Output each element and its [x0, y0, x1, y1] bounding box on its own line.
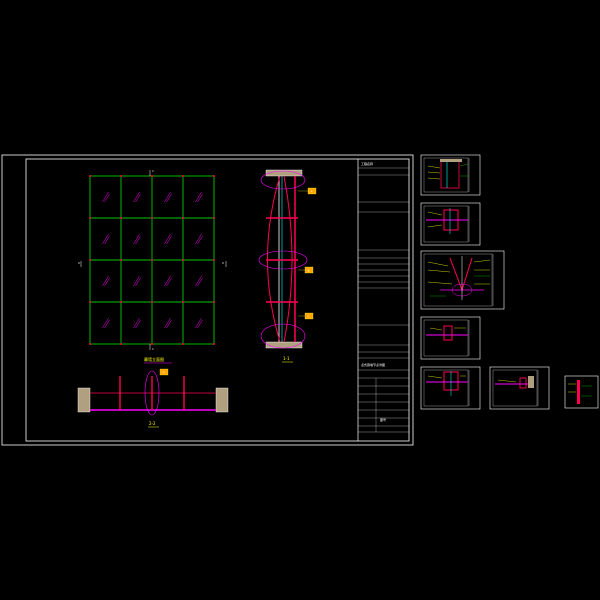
detail-tag — [159, 368, 169, 376]
elevation-title: 幕墙立面图 — [144, 356, 164, 362]
section-mark-bottom: 1 — [152, 347, 154, 351]
detail-sheet-4[interactable] — [420, 316, 481, 360]
detail-sheet-5[interactable] — [420, 366, 481, 410]
point-fixing — [182, 217, 184, 219]
point-fixing — [89, 259, 91, 261]
glass-mark — [164, 317, 172, 329]
point-fixing — [213, 343, 215, 345]
bottom-anchor-slab — [265, 341, 303, 349]
glass-mark — [102, 233, 110, 245]
point-fixing — [120, 343, 122, 345]
point-fixing — [182, 175, 184, 177]
point-fixing — [151, 259, 153, 261]
detail-tag-label: A — [311, 190, 314, 194]
detail-sheet-3[interactable] — [420, 250, 505, 310]
left-anchor-column — [77, 387, 91, 413]
point-fixing — [151, 175, 153, 177]
tension-cable-right — [283, 175, 293, 343]
section-mark-top: 1 — [152, 169, 154, 173]
point-fixing — [89, 343, 91, 345]
point-fixing — [182, 343, 184, 345]
elevation-point-fixings — [89, 175, 215, 345]
point-fixing — [151, 301, 153, 303]
point-fixing — [213, 217, 215, 219]
glass-mark — [195, 317, 203, 329]
title-block: 工程名称 点式幕墙节点详图 图号 — [357, 159, 409, 441]
point-fixing — [120, 259, 122, 261]
glass-hatch-marks — [102, 191, 203, 329]
detail-tag-label: B — [308, 269, 310, 273]
glass-mark — [133, 233, 141, 245]
right-anchor-column — [215, 387, 229, 413]
title-block-rows — [358, 167, 409, 433]
glass-mark — [195, 275, 203, 287]
glass-mark — [195, 233, 203, 245]
glass-mark — [195, 191, 203, 203]
glass-mark — [102, 275, 110, 287]
glass-mark — [133, 275, 141, 287]
point-fixing — [182, 301, 184, 303]
project-title: 工程名称 — [361, 161, 373, 166]
curtain-wall-elevation: 1 1 2 2 幕墙立面图 — [78, 169, 227, 364]
point-fixing — [89, 217, 91, 219]
main-sheet-outer-frame — [1, 154, 414, 446]
point-fixing — [120, 301, 122, 303]
detail-sheet-1[interactable] — [420, 154, 481, 196]
point-fixing — [151, 343, 153, 345]
struts — [266, 217, 298, 303]
glass-mark — [164, 275, 172, 287]
glass-mark — [133, 191, 141, 203]
vertical-section-label: 1-1 — [283, 356, 290, 361]
drawing-name: 点式幕墙节点详图 — [361, 362, 385, 367]
point-fixing — [213, 175, 215, 177]
point-fixing — [89, 175, 91, 177]
glass-mark — [102, 317, 110, 329]
detail-tags-vertical: A B C — [298, 187, 317, 320]
point-fixing — [120, 217, 122, 219]
detail-tag-label: D — [163, 371, 166, 375]
glass-mark — [102, 191, 110, 203]
title-stamp: 图号 — [380, 417, 386, 422]
horizontal-section-2-2: D 2-2 — [77, 368, 229, 428]
detail-sheet-2[interactable] — [420, 202, 481, 246]
horizontal-section-label: 2-2 — [149, 421, 156, 426]
glass-mark — [133, 317, 141, 329]
point-fixing — [151, 217, 153, 219]
main-sheet-inner-frame — [25, 158, 410, 442]
tension-cable-left — [267, 175, 281, 343]
vertical-section-1-1: A B C 1-1 — [258, 169, 317, 363]
detail-callout-ellipses — [258, 170, 308, 349]
main-sheet[interactable]: 1 1 2 2 幕墙立面图 — [1, 154, 414, 446]
detail-sheet-6[interactable] — [489, 366, 550, 410]
glass-mark — [164, 233, 172, 245]
glass-mark — [164, 191, 172, 203]
horizontal-callout-ellipse — [144, 370, 160, 416]
detail-sheet-7[interactable] — [564, 375, 599, 409]
detail-tags-horizontal: D — [159, 368, 169, 376]
point-fixing — [120, 175, 122, 177]
point-fixing — [213, 259, 215, 261]
detail-tag-label: C — [308, 315, 310, 319]
section-mark-left: 2 — [78, 261, 80, 265]
section-mark-right: 2 — [222, 261, 224, 265]
horizontal-struts — [119, 376, 185, 410]
point-fixing — [213, 301, 215, 303]
point-fixing — [89, 301, 91, 303]
point-fixing — [182, 259, 184, 261]
